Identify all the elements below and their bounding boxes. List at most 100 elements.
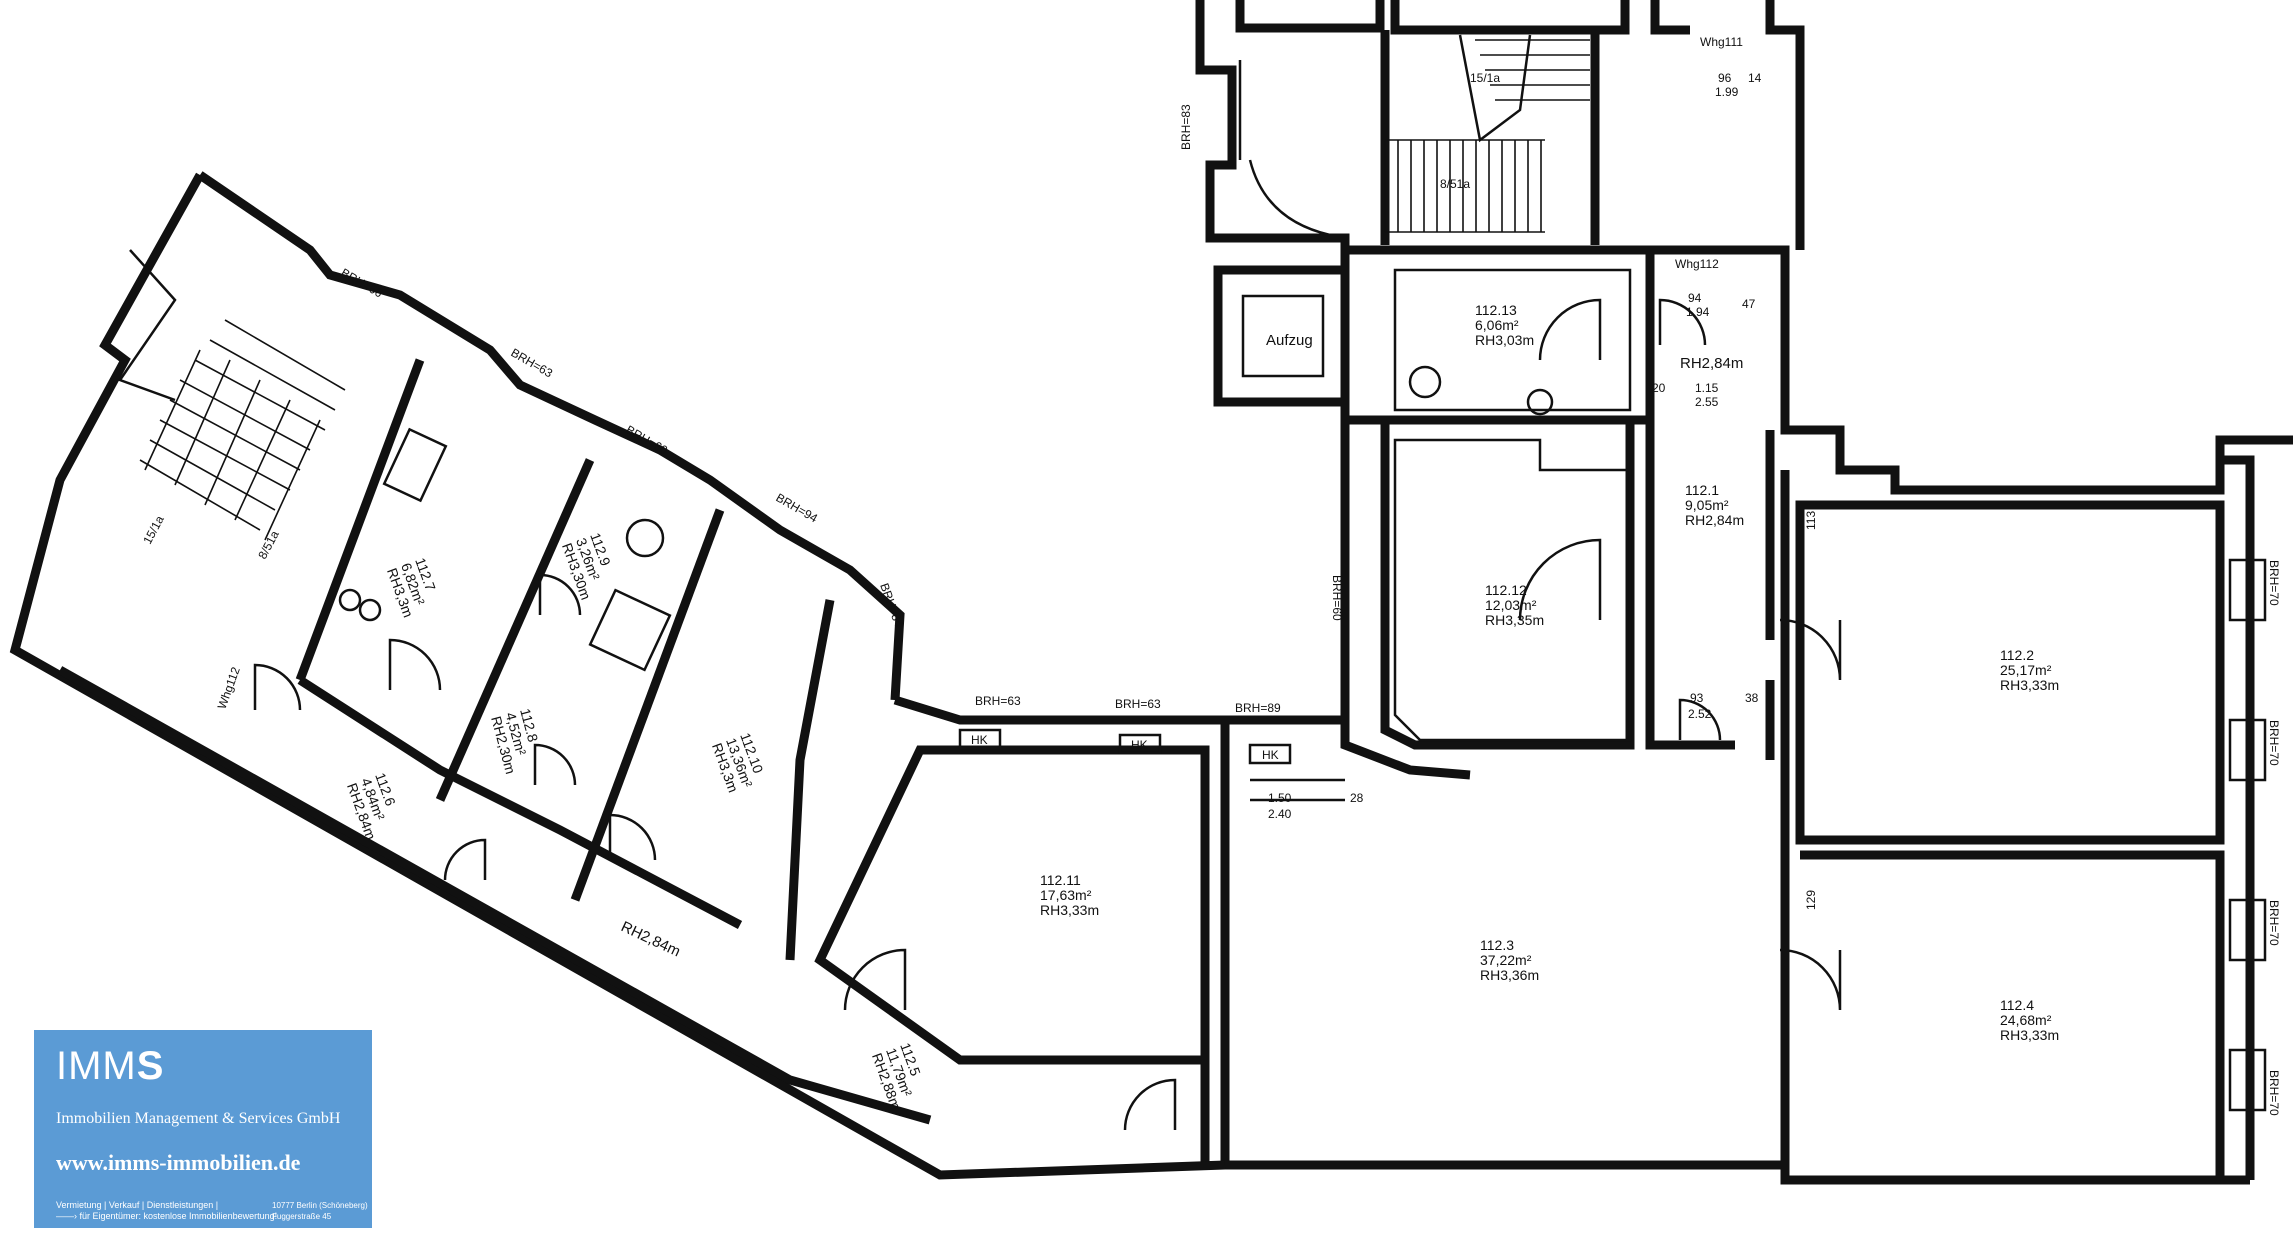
elevator: Aufzug [1213,265,1350,407]
corridor-height: RH2,84m [618,918,683,960]
dim-38: 38 [1745,691,1759,705]
logo-services-note: ——› für Eigentümer: kostenlose Immobilie… [56,1211,278,1221]
dim-115: 1.15 [1695,381,1719,395]
room-id: 112.3 [1480,937,1514,953]
brh-label-60b: BRH=60 [1330,575,1344,621]
top-room-height: RH2,84m [1680,355,1743,372]
core-walls [1340,245,2293,780]
left-stairs: 15/1a 8/51a [139,319,346,561]
room-id: 112.1 [1685,482,1719,498]
room-area: 9,05m² [1685,497,1729,513]
room-height: RH3,33m [2000,1027,2059,1043]
room-area: 25,17m² [2000,662,2052,678]
brh-label-84: BRH=84 [877,581,906,629]
logo-address-line2: Fuggerstraße 45 [272,1212,332,1221]
logo-services-line: Vermietung | Verkauf | Dienstleistungen … [56,1200,219,1210]
door-arcs-core [1518,298,1842,1011]
logo-brand-light: IMM [56,1044,137,1088]
logo-website: www.imms-immobilien.de [56,1150,301,1175]
core-labels: Whg112 94 1.94 47 RH2,84m 20 1.15 2.55 9… [1652,257,1759,721]
room-area: 6,06m² [1475,317,1519,333]
stair-label-lower: 8/51a [1440,177,1470,191]
apartment-label-whg112-left: Whg112 [215,665,243,711]
room-height: RH3,35m [1485,612,1544,628]
dim-93: 93 [1690,691,1704,705]
stair-treads-lower [1384,139,1545,233]
room-height: RH3,03m [1475,332,1534,348]
logo-brand: IMMS [56,1044,164,1088]
room-label-112-9: 112.93,26m²RH3,30m [559,531,622,602]
room-id: 112.13 [1475,302,1517,318]
logo-address: 10777 Berlin (Schöneberg) Fuggerstraße 45 [272,1200,368,1222]
right-rooms-walls: BRH=70 BRH=70 BRH=70 BRH=70 113 129 [1780,455,2281,1185]
dim-199: 1.99 [1715,85,1739,99]
apartment-label-whg112-top: Whg112 [1675,257,1719,271]
dim-150: 1.50 [1268,791,1292,805]
brh-label-70c: BRH=70 [2267,900,2281,946]
room-label-112-10: 112.1013,36m²RH3,3m [709,731,770,795]
brh-label-63b: BRH=63 [975,694,1021,708]
room-height: RH3,36m [1480,967,1539,983]
brh-label-63c: BRH=63 [1115,697,1161,711]
room-id: 112.11 [1040,872,1081,888]
apartment-label-whg111: Whg111 [1700,35,1743,49]
room-area: 17,63m² [1040,887,1092,903]
left-wing-fixtures: Whg112 BRH=66 BRH=63 BRH=60 BRH=94 BRH=8… [215,265,1344,1131]
logo-brand-bold: S [136,1044,165,1088]
brh-label-70d: BRH=70 [2267,1070,2281,1116]
room-area: 37,22m² [1480,952,1532,968]
elevator-label: Aufzug [1266,332,1313,349]
dim-47: 47 [1742,297,1756,311]
company-logo: IMMS Immobilien Management & Services Gm… [34,1030,372,1228]
radiator-label-3: HK [971,733,988,747]
dim-255: 2.55 [1695,395,1719,409]
room-id: 112.4 [2000,997,2034,1013]
room-label-112-5: 112.511,79m²RH2,88m [869,1041,932,1112]
brh-label-89: BRH=89 [1235,701,1281,715]
dim-113: 113 [1804,511,1818,530]
stair-label-left-1: 15/1a [140,513,167,546]
dim-194: 1.94 [1686,305,1710,319]
logo-subtitle: Immobilien Management & Services GmbH [56,1110,341,1127]
dim-96: 96 [1718,71,1732,85]
room-area: 24,68m² [2000,1012,2052,1028]
stair-treads-upper [1475,39,1590,101]
brh-label-70b: BRH=70 [2267,720,2281,766]
logo-address-line1: 10777 Berlin (Schöneberg) [272,1201,368,1210]
room-label-112-8: 112.84,52m²RH2,30m [488,707,548,776]
stair-label-upper: 15/1a [1470,71,1500,85]
brh-label-94: BRH=94 [774,490,821,525]
dim-28: 28 [1350,791,1364,805]
room-height: RH2,84m [1685,512,1744,528]
left-wing-walls [9,171,1226,1180]
radiator-label-2: HK [1131,738,1148,752]
stair-block-top: 15/1a 8/51a Whg111 96 1.99 14 BRH=83 [1179,0,1805,258]
dim-240: 2.40 [1268,807,1292,821]
dim-14: 14 [1748,71,1762,85]
room-label-112-6: 112.64,84m²RH2,84m [344,771,407,842]
room-height: RH3,33m [2000,677,2059,693]
dim-252: 2.52 [1688,707,1712,721]
dim-20: 20 [1652,381,1666,395]
dim-129: 129 [1804,890,1818,910]
brh-label-83: BRH=83 [1179,104,1193,150]
center-rooms-walls: 1.50 2.40 28 BRH=89 BRH=63 BRH=63 HK HK … [814,694,1785,1170]
radiator-label-1: HK [1262,748,1279,762]
stair-label-left-2: 8/51a [255,528,282,561]
dim-94: 94 [1688,291,1702,305]
room-id: 112.12 [1485,582,1527,598]
room-height: RH3,33m [1040,902,1099,918]
room-label-112-7: 112.76,82m²RH3,3m [384,556,445,620]
room-id: 112.2 [2000,647,2034,663]
room-area: 12,03m² [1485,597,1537,613]
brh-label-70a: BRH=70 [2267,560,2281,606]
